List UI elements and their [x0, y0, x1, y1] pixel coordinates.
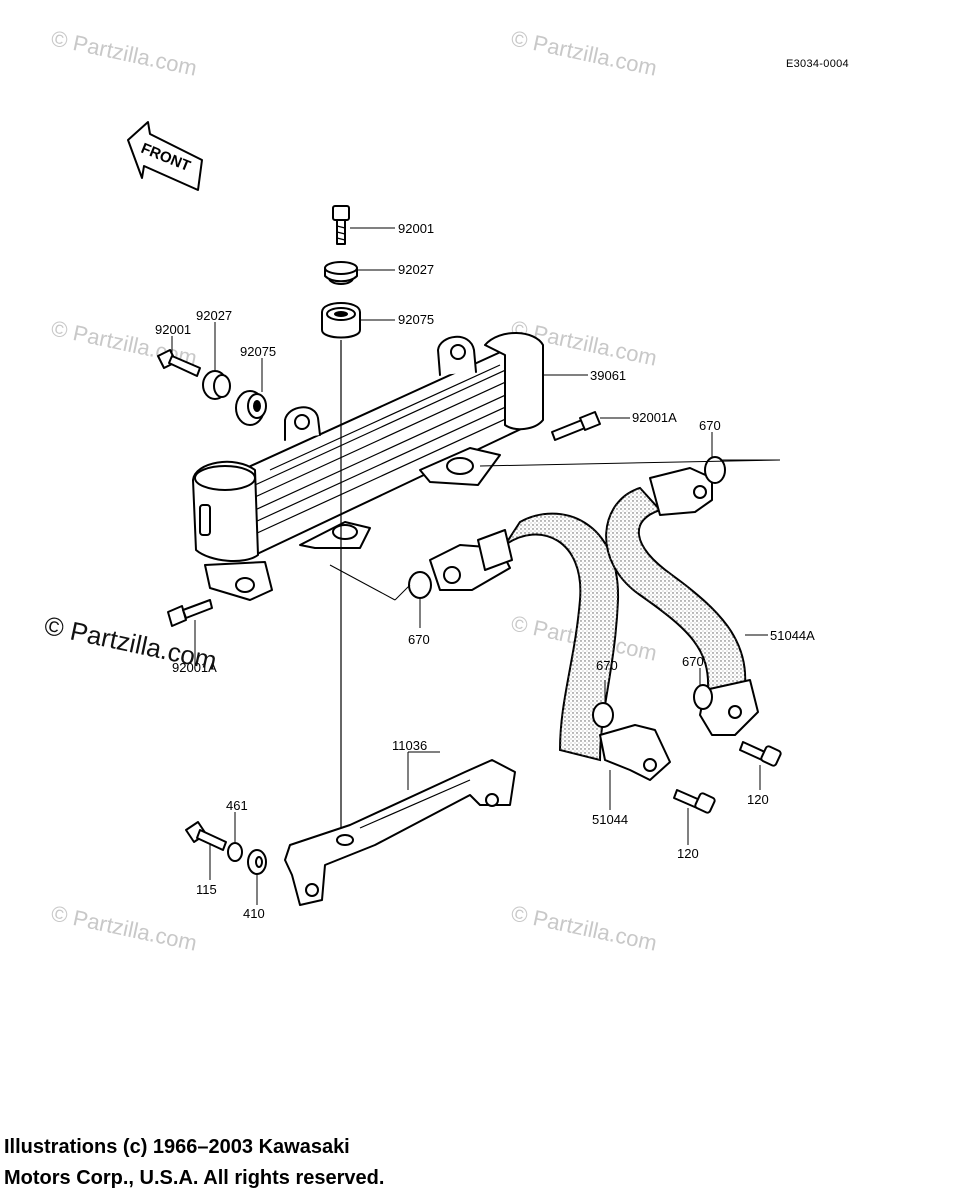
hose-51044A	[605, 467, 759, 736]
callout-92027-top: 92027	[398, 262, 434, 277]
watermark-text: © Partzilla.com	[49, 900, 199, 955]
callout-670-right: 670	[682, 654, 704, 669]
callout-461: 461	[226, 798, 248, 813]
copyright-notice: Illustrations (c) 1966–2003 Kawasaki Mot…	[4, 1132, 384, 1194]
leader-lines	[171, 227, 781, 905]
front-arrow-icon: FRONT	[127, 121, 203, 191]
callout-39061: 39061	[590, 368, 626, 383]
callout-92001A-left: 92001A	[172, 660, 217, 675]
callout-92075-left: 92075	[240, 344, 276, 359]
callout-92001-left: 92001	[155, 322, 191, 337]
oil-cooler	[192, 332, 544, 601]
o-ring-670-lower	[592, 702, 614, 728]
bracket-11036	[284, 759, 516, 906]
watermark-text: © Partzilla.com	[509, 900, 659, 955]
lock-washer-461	[227, 842, 243, 862]
left-bolt-92001A	[167, 599, 213, 627]
o-ring-670-top	[704, 456, 726, 484]
callout-670-lower: 670	[596, 658, 618, 673]
callout-115: 115	[196, 882, 217, 897]
left-collar-92027	[202, 370, 231, 400]
top-collar-92027	[324, 261, 358, 285]
watermark-text: © Partzilla.com	[509, 25, 659, 80]
copyright-line-1: Illustrations (c) 1966–2003 Kawasaki	[4, 1136, 350, 1158]
washer-410	[247, 849, 267, 875]
callout-92075-top: 92075	[398, 312, 434, 327]
right-bolt-92001A	[551, 411, 601, 441]
left-grommet-92075	[235, 390, 267, 426]
callout-labels: 92001 92027 92075 92027 92001 92075 3906…	[155, 221, 815, 921]
o-ring-670-mid	[408, 571, 432, 599]
callout-670-mid: 670	[408, 632, 430, 647]
callout-410: 410	[243, 906, 265, 921]
callout-120-right: 120	[747, 792, 769, 807]
diagram-code: E3034-0004	[786, 58, 849, 70]
bolt-115	[185, 821, 227, 851]
callout-92001A-right: 92001A	[632, 410, 677, 425]
hose-51044	[429, 512, 671, 781]
copyright-line-2: Motors Corp., U.S.A. All rights reserved…	[4, 1167, 385, 1189]
screw-120-right	[739, 741, 782, 767]
callout-92001-top: 92001	[398, 221, 434, 236]
callout-670-top: 670	[699, 418, 721, 433]
screw-120-lower	[673, 789, 716, 814]
callout-11036: 11036	[392, 738, 427, 753]
callout-92027-left: 92027	[196, 308, 232, 323]
top-grommet-92075	[321, 302, 361, 339]
o-ring-670-right	[693, 684, 713, 710]
watermark-text: © Partzilla.com	[49, 25, 199, 80]
callout-120-lower: 120	[677, 846, 699, 861]
top-bolt-92001	[332, 205, 350, 245]
callout-51044: 51044	[592, 812, 628, 827]
callout-51044A: 51044A	[770, 628, 815, 643]
